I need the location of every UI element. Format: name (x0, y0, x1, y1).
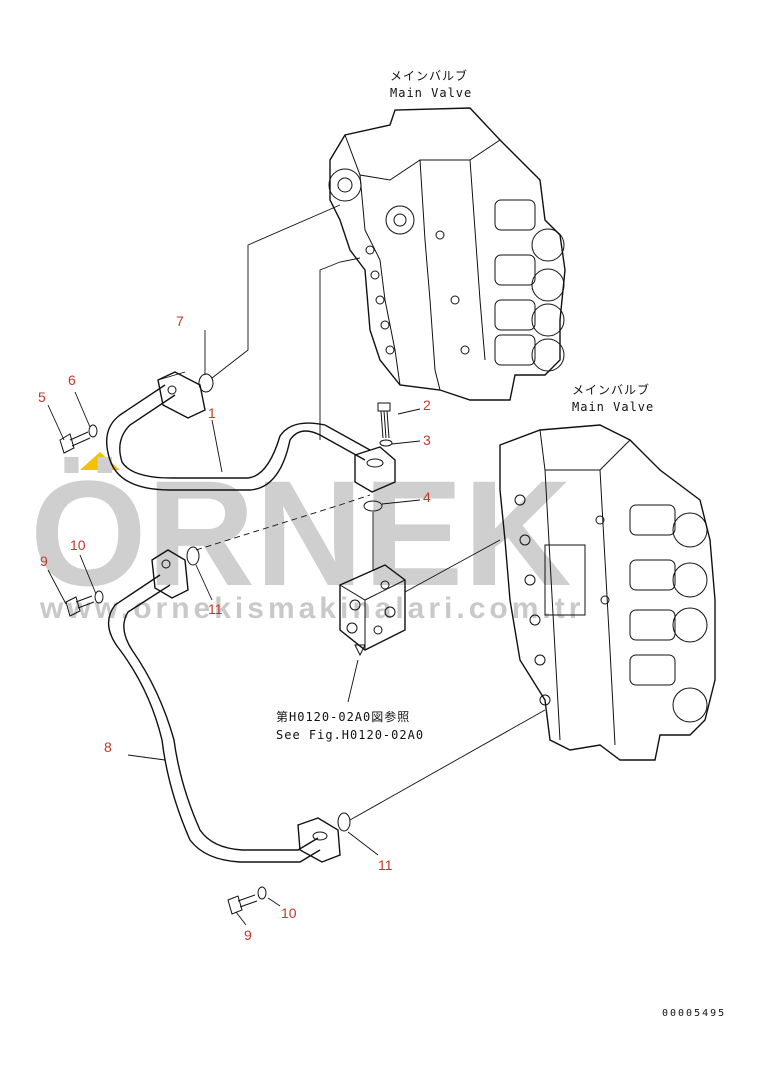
callout-4: 4 (423, 489, 431, 505)
solenoid-group-right (629, 504, 708, 723)
bolt-9b (227, 894, 258, 915)
bolt-9a (65, 595, 95, 617)
callout-8: 8 (104, 739, 112, 755)
callout-1: 1 (208, 405, 216, 421)
main-valve-top-en: Main Valve (390, 86, 472, 100)
o-ring-11a (186, 546, 200, 566)
o-ring-7 (198, 373, 214, 393)
callout-6: 6 (68, 372, 76, 388)
main-valve-right-jp: メインバルブ (572, 382, 650, 397)
washer-6 (88, 424, 98, 438)
main-valve-right-en: Main Valve (572, 400, 654, 414)
reference-lines (157, 204, 546, 821)
callout-5: 5 (38, 389, 46, 405)
callout-3: 3 (423, 432, 431, 448)
valve-block (339, 564, 406, 657)
main-valve-right: メインバルブ Main Valve (499, 382, 716, 761)
bolt-2 (377, 402, 391, 439)
main-valve-top-jp: メインバルブ (390, 68, 468, 83)
callout-10b: 10 (281, 905, 297, 921)
callout-leaders (47, 330, 421, 926)
callout-9b: 9 (244, 927, 252, 943)
callout-10a: 10 (70, 537, 86, 553)
main-valve-top: メインバルブ Main Valve (328, 68, 566, 401)
callout-11b: 11 (378, 857, 393, 873)
washer-10a (94, 590, 104, 604)
see-fig-jp: 第H0120-02A0図参照 (276, 709, 410, 724)
bolt-5 (59, 431, 91, 454)
drawing-number: 00005495 (662, 1008, 726, 1019)
callout-7: 7 (176, 313, 184, 329)
callout-9a: 9 (40, 553, 48, 569)
callout-11a: 11 (208, 601, 223, 617)
watermark: ÖRNEK www.ornekismakinalari.com.tr (30, 449, 584, 625)
callout-2: 2 (423, 397, 431, 413)
watermark-brand: ÖRNEK (30, 449, 572, 617)
o-ring-11b (337, 812, 351, 832)
washer-3 (379, 439, 393, 447)
o-ring-4 (363, 500, 383, 512)
see-fig-en: See Fig.H0120-02A0 (276, 728, 424, 742)
watermark-url: www.ornekismakinalari.com.tr (39, 592, 584, 625)
callout-numbers: 1 2 3 4 5 6 7 8 9 10 11 11 9 10 (38, 313, 431, 943)
watermark-accent-triangle (80, 452, 120, 470)
solenoid-group-top (494, 199, 565, 372)
tube-1 (106, 371, 396, 493)
tube-8 (107, 549, 341, 863)
washer-10b (257, 886, 267, 900)
